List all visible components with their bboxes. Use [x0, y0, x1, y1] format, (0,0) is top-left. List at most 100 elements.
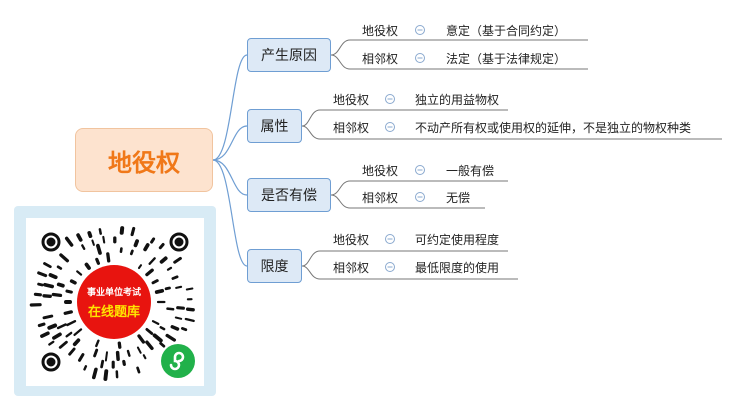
- qr-dash: [145, 268, 154, 277]
- qr-dash: [106, 252, 111, 263]
- minus-circle-icon: [415, 192, 425, 202]
- connector-b1-c1: [330, 39, 588, 56]
- qr-dash: [171, 275, 179, 280]
- qr-badge: [77, 265, 151, 339]
- qr-dash: [76, 270, 83, 276]
- leaf-value: 独立的用益物权: [415, 93, 500, 107]
- qr-dash: [142, 354, 147, 360]
- qr-dash: [92, 367, 98, 380]
- qr-dash: [33, 292, 42, 297]
- qr-dash: [65, 331, 73, 338]
- branch-attribute[interactable]: 属性: [247, 109, 302, 143]
- qr-dash: [43, 282, 55, 289]
- qr-dash: [65, 289, 73, 294]
- qr-dash: [126, 349, 131, 357]
- qr-dash: [159, 326, 166, 331]
- minus-circle-icon: [415, 165, 425, 175]
- qr-dash: [84, 262, 91, 270]
- connector-b1-c2: [330, 54, 588, 70]
- qr-code-panel: 事业单位考试 在线题库: [14, 206, 216, 396]
- connector-b3-c1: [330, 180, 508, 196]
- qr-dash: [51, 292, 63, 298]
- leaf-value: 可约定使用程度: [415, 233, 500, 247]
- qr-dash: [174, 316, 183, 320]
- minus-circle-icon: [415, 53, 425, 63]
- qr-dash: [129, 249, 134, 256]
- root-label: 地役权: [108, 148, 180, 177]
- branch-cause[interactable]: 产生原因: [247, 38, 331, 72]
- qr-dash: [72, 338, 81, 347]
- qr-dash: [56, 265, 63, 270]
- qr-dash: [166, 307, 175, 311]
- qr-finders: [41, 232, 189, 372]
- connector-root-branch-4: [212, 159, 248, 267]
- minus-circle-icon: [385, 122, 395, 132]
- qr-dash: [176, 306, 185, 310]
- qr-dash: [37, 322, 46, 328]
- leaf-value: 法定（基于法律规定）: [446, 52, 567, 66]
- qr-dash: [136, 346, 142, 354]
- branch-limit[interactable]: 限度: [247, 249, 302, 283]
- qr-dash: [73, 328, 83, 337]
- qr-dash: [58, 340, 68, 349]
- leaf-value: 一般有偿: [446, 164, 495, 178]
- qr-dash: [91, 239, 95, 246]
- leaf-key: 地役权: [333, 233, 370, 247]
- qr-dash: [87, 230, 93, 239]
- qr-dash: [145, 340, 154, 351]
- qr-dash: [148, 257, 156, 265]
- qr-dash: [37, 282, 44, 287]
- qr-dash: [40, 331, 50, 338]
- qr-dash: [48, 273, 58, 280]
- qr-dash: [63, 310, 73, 315]
- qr-dash: [48, 340, 55, 346]
- qr-dash: [69, 279, 77, 285]
- branch-label: 属性: [260, 119, 289, 135]
- leaf-key: 相邻权: [333, 261, 370, 275]
- connector-root-branch-1: [212, 54, 248, 161]
- qr-dash: [100, 359, 105, 369]
- qr-dash: [68, 347, 76, 356]
- qr-badge-line2: 在线题库: [88, 304, 140, 320]
- qr-dash: [93, 348, 99, 358]
- qr-dash: [159, 256, 168, 264]
- branch-label: 限度: [260, 259, 289, 275]
- qr-dash: [81, 244, 86, 250]
- qr-dash: [136, 366, 141, 374]
- qr-dash: [52, 332, 62, 340]
- qr-code[interactable]: 事业单位考试 在线题库: [26, 218, 204, 386]
- qr-dash: [47, 323, 58, 330]
- qr-dash: [166, 266, 173, 271]
- qr-dash: [173, 256, 182, 264]
- qr-dash: [95, 339, 100, 348]
- qr-dash: [185, 307, 195, 312]
- qr-dash: [56, 323, 67, 330]
- qr-dash: [64, 236, 74, 247]
- qr-dash: [122, 359, 126, 366]
- qr-dash: [185, 287, 194, 291]
- minus-circle-icon: [385, 94, 395, 104]
- branch-compensation[interactable]: 是否有偿: [247, 178, 331, 212]
- connector-b4-c2: [301, 265, 518, 280]
- qr-dash: [42, 314, 54, 320]
- leaf-value: 无偿: [446, 191, 471, 205]
- qr-dash: [56, 282, 65, 288]
- minus-circle-icon: [385, 262, 395, 272]
- connector-b2-c2: [301, 125, 722, 140]
- qr-dash: [164, 286, 171, 291]
- leaf-key: 相邻权: [333, 121, 370, 135]
- qr-dash: [96, 243, 102, 255]
- qr-dash: [78, 353, 85, 362]
- qr-dash: [154, 288, 165, 294]
- qr-dash: [98, 228, 102, 235]
- qr-pattern: [29, 226, 195, 381]
- qr-dash: [76, 233, 83, 242]
- separator-icons: [385, 25, 425, 272]
- qr-dash: [137, 264, 143, 270]
- qr-dash: [43, 262, 52, 269]
- qr-dash: [137, 334, 146, 344]
- qr-dash: [37, 271, 48, 278]
- qr-dash: [102, 235, 106, 244]
- root-node[interactable]: 地役权: [75, 128, 213, 192]
